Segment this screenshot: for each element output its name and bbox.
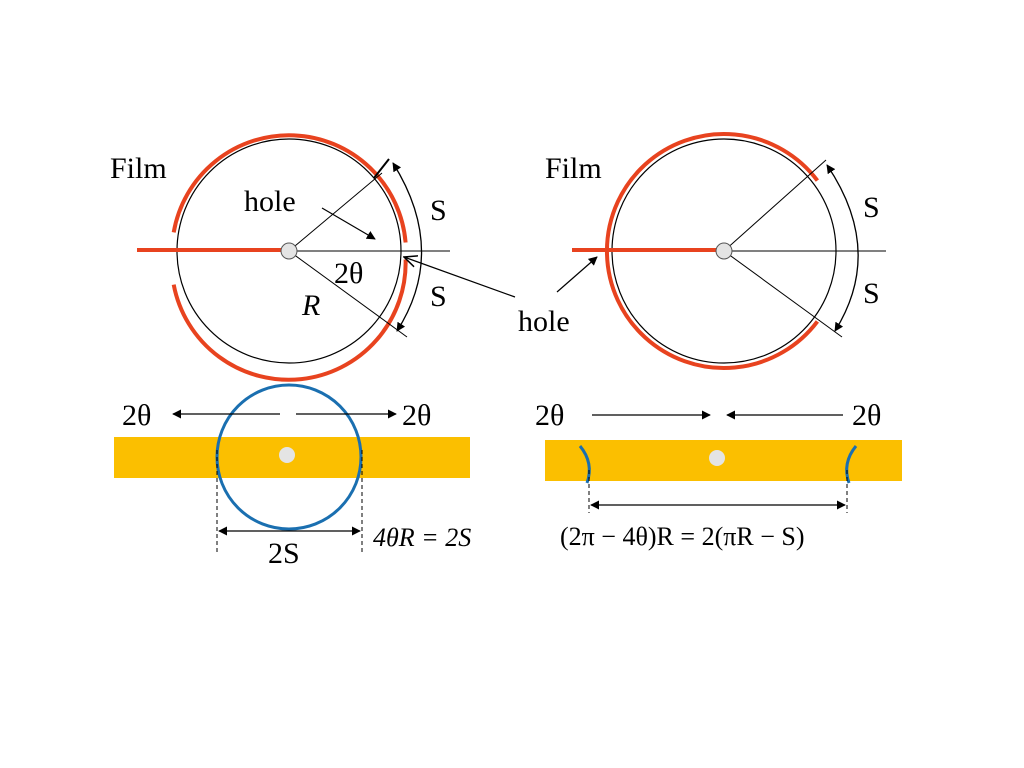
left-arc-arrow (392, 162, 423, 332)
left-radius-label: R (301, 289, 320, 322)
right-strip-hole (709, 450, 725, 466)
left-film-label: Film (110, 152, 167, 185)
left-radial-upper (288, 172, 383, 252)
left-strip-angle-right: 2θ (402, 399, 431, 432)
left-radial-lower (288, 250, 408, 338)
left-strip-diagram: 2θ 2θ 2S 4θR = 2S (114, 383, 471, 570)
right-radial-upper (723, 159, 827, 252)
left-strip-angle-left-text: 2θ (122, 399, 151, 432)
hole-pointer-to-left (404, 257, 516, 298)
left-strip-width-label: 2S (268, 537, 300, 570)
right-strip-arc-right (845, 445, 858, 484)
right-strip-angle-left: 2θ (535, 399, 564, 432)
center-hole-label: hole (518, 305, 570, 338)
left-drum-diagram: Film hole 2θ R S S (110, 133, 450, 382)
left-strip-equation: 4θR = 2S (373, 523, 471, 552)
hole-pointer-to-right (556, 256, 598, 293)
right-strip-diagram: 2θ 2θ (2π − 4θ)R = 2(πR − S) (535, 399, 902, 551)
right-arc-arrow (826, 164, 859, 332)
right-arc-label-bottom: S (863, 277, 880, 310)
right-arc-label-top: S (863, 191, 880, 224)
left-arc-tick (373, 158, 390, 179)
right-film-label: Film (545, 152, 602, 185)
left-strip-angle-right-text: 2θ (402, 399, 431, 432)
left-hole-label: hole (244, 185, 296, 218)
left-hole-pointer (321, 207, 376, 240)
right-strip-angle-right: 2θ (852, 399, 881, 432)
center-hole-callout: hole (404, 256, 598, 338)
left-arc-label-top: S (430, 194, 447, 227)
left-angle-label: 2θ (334, 257, 363, 290)
right-strip-equation: (2π − 4θ)R = 2(πR − S) (560, 522, 804, 551)
right-radial-lower (723, 250, 843, 338)
left-strip-angle-left: 2θ (122, 399, 151, 432)
left-arc-label-bottom: S (430, 280, 447, 313)
right-center-pin (715, 242, 733, 260)
left-strip-hole (279, 447, 295, 463)
right-strip-arc-left (578, 445, 591, 484)
left-center-pin (280, 242, 298, 260)
right-drum-diagram: Film S S (545, 132, 886, 370)
